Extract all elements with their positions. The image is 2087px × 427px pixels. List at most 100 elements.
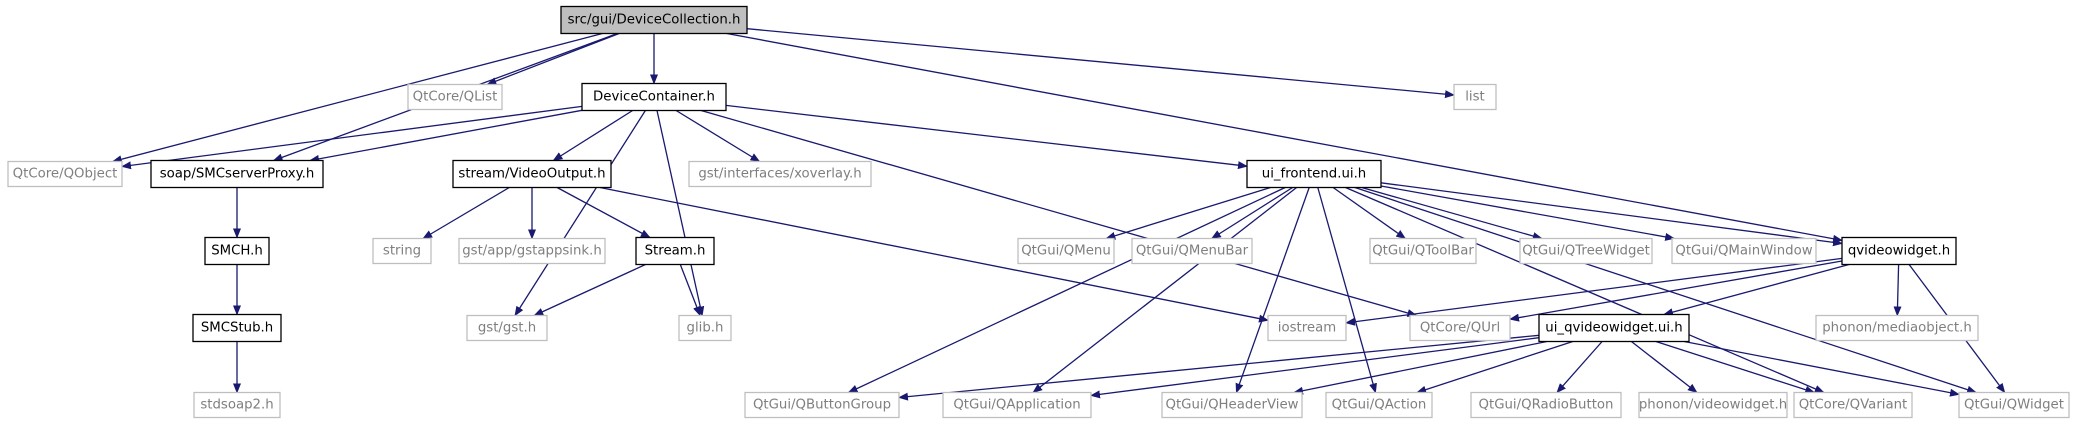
node-box [458,237,606,265]
node-label: QtGui/QToolBar [1372,244,1474,259]
edge-line [1655,340,1816,394]
node-label: soap/SMCserverProxy.h [160,167,315,182]
node-devcol[interactable]: src/gui/DeviceCollection.h [560,5,748,35]
edge-line [486,32,620,86]
edge-line [1631,340,1698,394]
node-videoout[interactable]: stream/VideoOutput.h [452,159,612,189]
node-frontend[interactable]: ui_frontend.ui.h [1246,159,1382,189]
edge-frontend-to-qmenubar [1210,186,1293,240]
node-qtoolbar: QtGui/QToolBar [1369,237,1477,265]
node-box [1161,391,1303,419]
node-box [1671,237,1817,265]
edge-line [725,104,1248,170]
edge-uiqvideo-to-qwidget [1683,340,1960,397]
edge-line [111,32,603,164]
node-stream[interactable]: Stream.h [635,236,715,266]
edge-line [1317,187,1377,394]
node-smch[interactable]: SMCH.h [204,236,270,266]
node-qheader: QtGui/QHeaderView [1161,391,1303,419]
edge-devcont-to-gst [514,110,646,317]
node-xoverlay: gst/interfaces/xoverlay.h [688,160,872,188]
node-qwidget: QtGui/QWidget [1958,391,2070,419]
node-label: glib.h [687,321,724,336]
node-box [1369,237,1477,265]
node-label: SMCStub.h [201,321,273,336]
node-box [372,237,432,265]
edge-line [1380,182,1843,247]
node-qaction: QtGui/QAction [1325,391,1433,419]
node-box [1538,313,1690,343]
node-qmenu: QtGui/QMenu [1017,237,1115,265]
edge-line [599,186,1269,323]
node-label: ui_frontend.ui.h [1262,167,1366,182]
node-gstapp: gst/app/gstappsink.h [458,237,606,265]
node-label: QtCore/QList [413,90,498,105]
node-box [1793,391,1913,419]
edge-devcol-to-qobject [111,32,603,164]
node-uiqvideo[interactable]: ui_qvideowidget.ui.h [1538,313,1690,343]
edge-line [1345,257,1843,326]
edge-line [847,186,1286,394]
node-smcstub[interactable]: SMCStub.h [192,313,282,343]
node-phvideo: phonon/videowidget.h [1638,391,1788,419]
edge-qvideo-to-phmedia [1893,264,1902,317]
edge-devcont-to-xoverlay [675,109,761,163]
edge-line [1090,337,1540,399]
edge-uiqvideo-to-qradio [1556,341,1603,394]
node-label: gst/gst.h [478,321,536,336]
node-gst: gst/gst.h [466,314,548,342]
node-box [193,391,281,419]
edge-qvideo-to-iostream [1345,257,1843,326]
node-box [1017,237,1115,265]
node-label: Stream.h [645,244,706,259]
node-label: stream/VideoOutput.h [458,167,605,182]
edge-frontend-to-qtree [1361,186,1543,240]
edge-line [533,263,646,317]
edge-devcol-to-list [746,28,1455,99]
node-qvideo[interactable]: qvideowidget.h [1841,236,1957,266]
node-box [452,159,612,189]
node-box [1470,391,1622,419]
node-label: QtGui/QRadioButton [1479,398,1614,413]
node-qvariant: QtCore/QVariant [1793,391,1913,419]
node-glib: glib.h [678,314,732,342]
edge-line [1235,187,1310,394]
node-label: string [383,244,421,259]
node-box [407,83,503,111]
edge-line [121,105,583,170]
edge-videoout-to-string [422,186,510,240]
node-label: qvideowidget.h [1848,244,1950,259]
edge-frontend-to-qaction [1317,187,1377,394]
node-box [1958,391,2070,419]
node-label: stdsoap2.h [200,398,273,413]
edge-line [746,28,1455,99]
node-devcont[interactable]: DeviceContainer.h [581,82,727,112]
edge-line [1556,341,1603,394]
node-label: phonon/videowidget.h [1639,398,1787,413]
edge-line [1354,186,1978,394]
edge-line [1210,186,1293,240]
edge-uiqvideo-to-qaction [1416,340,1574,394]
edge-line [679,264,701,317]
node-qmenubar: QtGui/QMenuBar [1131,237,1253,265]
node-soapproxy[interactable]: soap/SMCserverProxy.h [150,159,324,189]
edge-line [1293,340,1548,395]
node-qradio: QtGui/QRadioButton [1470,391,1622,419]
edge-line [675,109,761,163]
edge-layer [111,28,2006,401]
node-label: QtCore/QUrl [1420,321,1500,336]
edge-line [1663,263,1850,317]
edge-line [1332,186,1407,240]
edge-line [1361,186,1543,240]
edge-line [1893,264,1902,317]
node-label: phonon/mediaobject.h [1822,321,1972,336]
edge-devcont-to-frontend [725,104,1248,170]
node-box [192,313,282,343]
edge-frontend-to-qbtngrp [847,186,1286,394]
edge-frontend-to-qvideo [1380,182,1843,247]
node-label: QtGui/QMenuBar [1136,244,1249,259]
node-box [744,391,900,419]
node-phmedia: phonon/mediaobject.h [1815,314,1979,342]
